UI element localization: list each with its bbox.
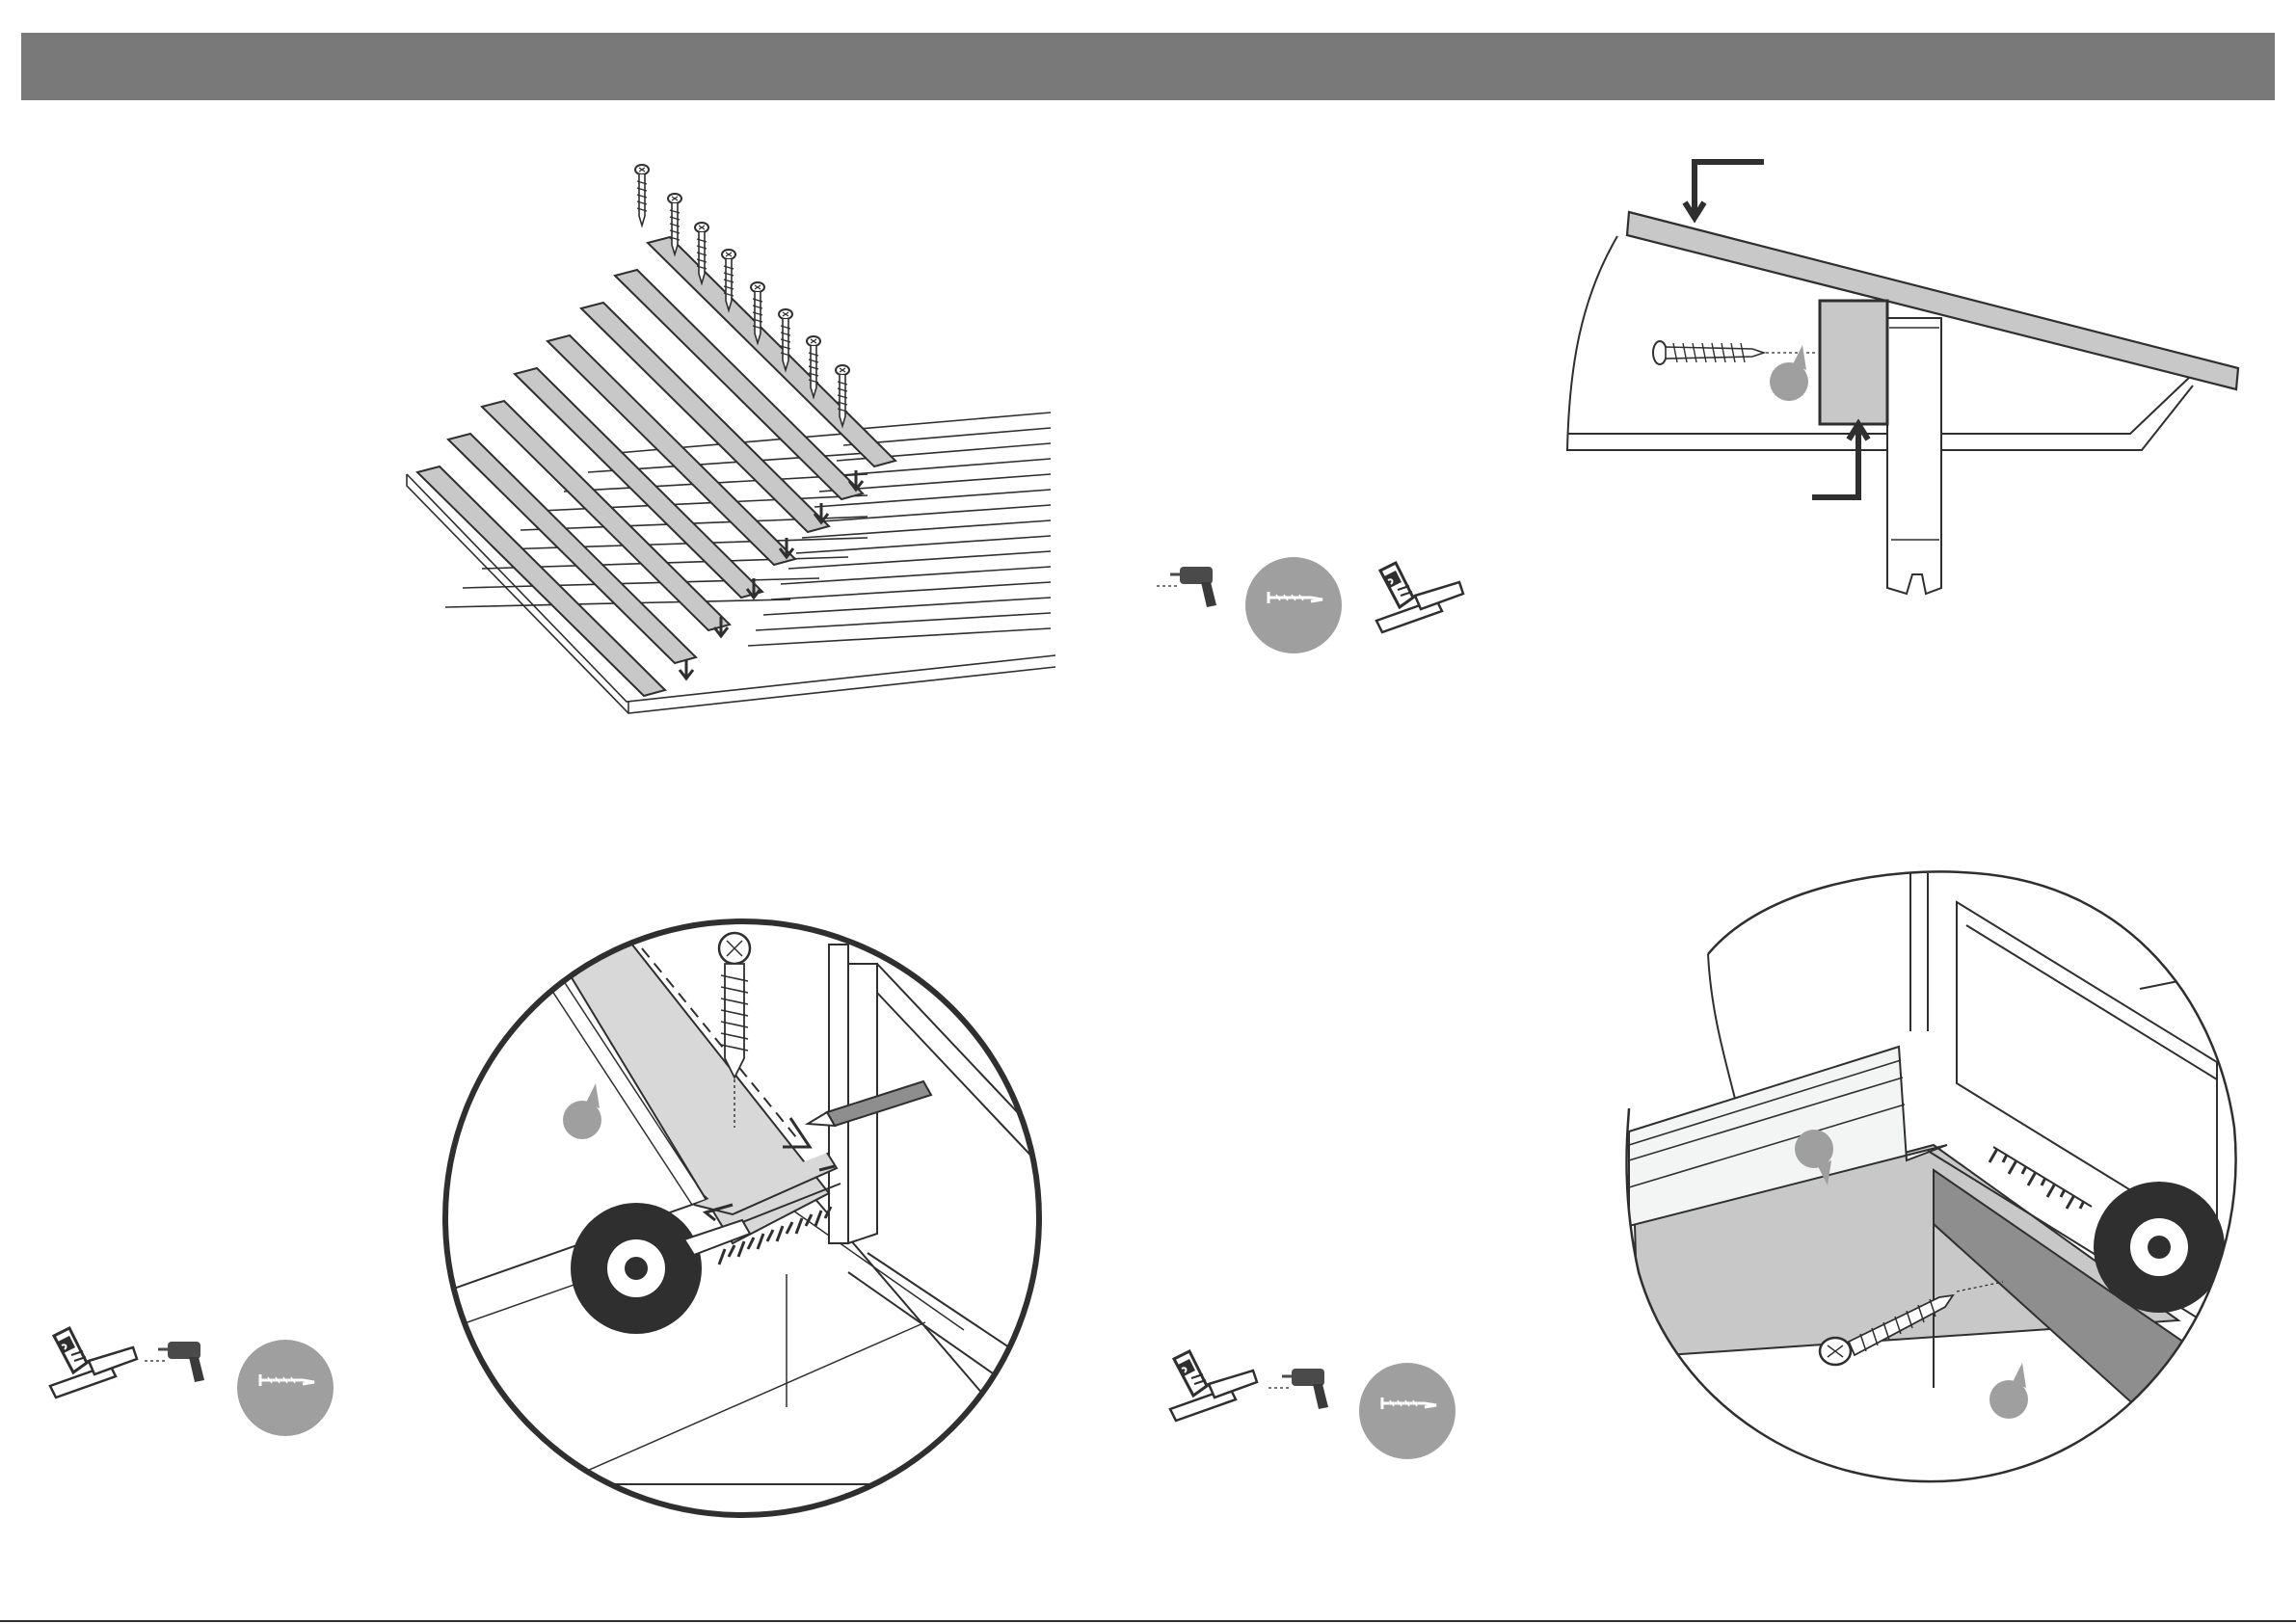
step-roof-batten-detail (1567, 162, 2238, 594)
step-deck-boards (407, 165, 1055, 713)
step-tools-saw-drill-screw-right (1170, 1351, 1455, 1459)
screw-badge-icon (1359, 1363, 1455, 1459)
post (1887, 318, 1941, 594)
step-corner-trim-detail (1600, 848, 2275, 1523)
screw-badge-icon (237, 1340, 334, 1436)
saw-icon (1376, 563, 1463, 632)
step-measure-cut-detail (443, 921, 1060, 1519)
arrow-down-icon (680, 470, 863, 679)
callout-marker-icon (1770, 345, 1808, 401)
tape-measure-icon (2094, 1182, 2225, 1313)
saw-icon (1170, 1351, 1257, 1421)
support-block (1820, 301, 1887, 424)
header-bar (21, 33, 2275, 100)
step-tools-drill-screw-saw (1157, 557, 1463, 653)
drill-icon (145, 1342, 204, 1382)
drill-icon (1268, 1369, 1328, 1409)
screw-badge-icon (1245, 557, 1342, 653)
screw-icon (1653, 341, 1816, 364)
saw-icon (50, 1328, 137, 1398)
step-tools-saw-drill-screw-left (50, 1328, 334, 1436)
drill-icon (1157, 567, 1216, 607)
